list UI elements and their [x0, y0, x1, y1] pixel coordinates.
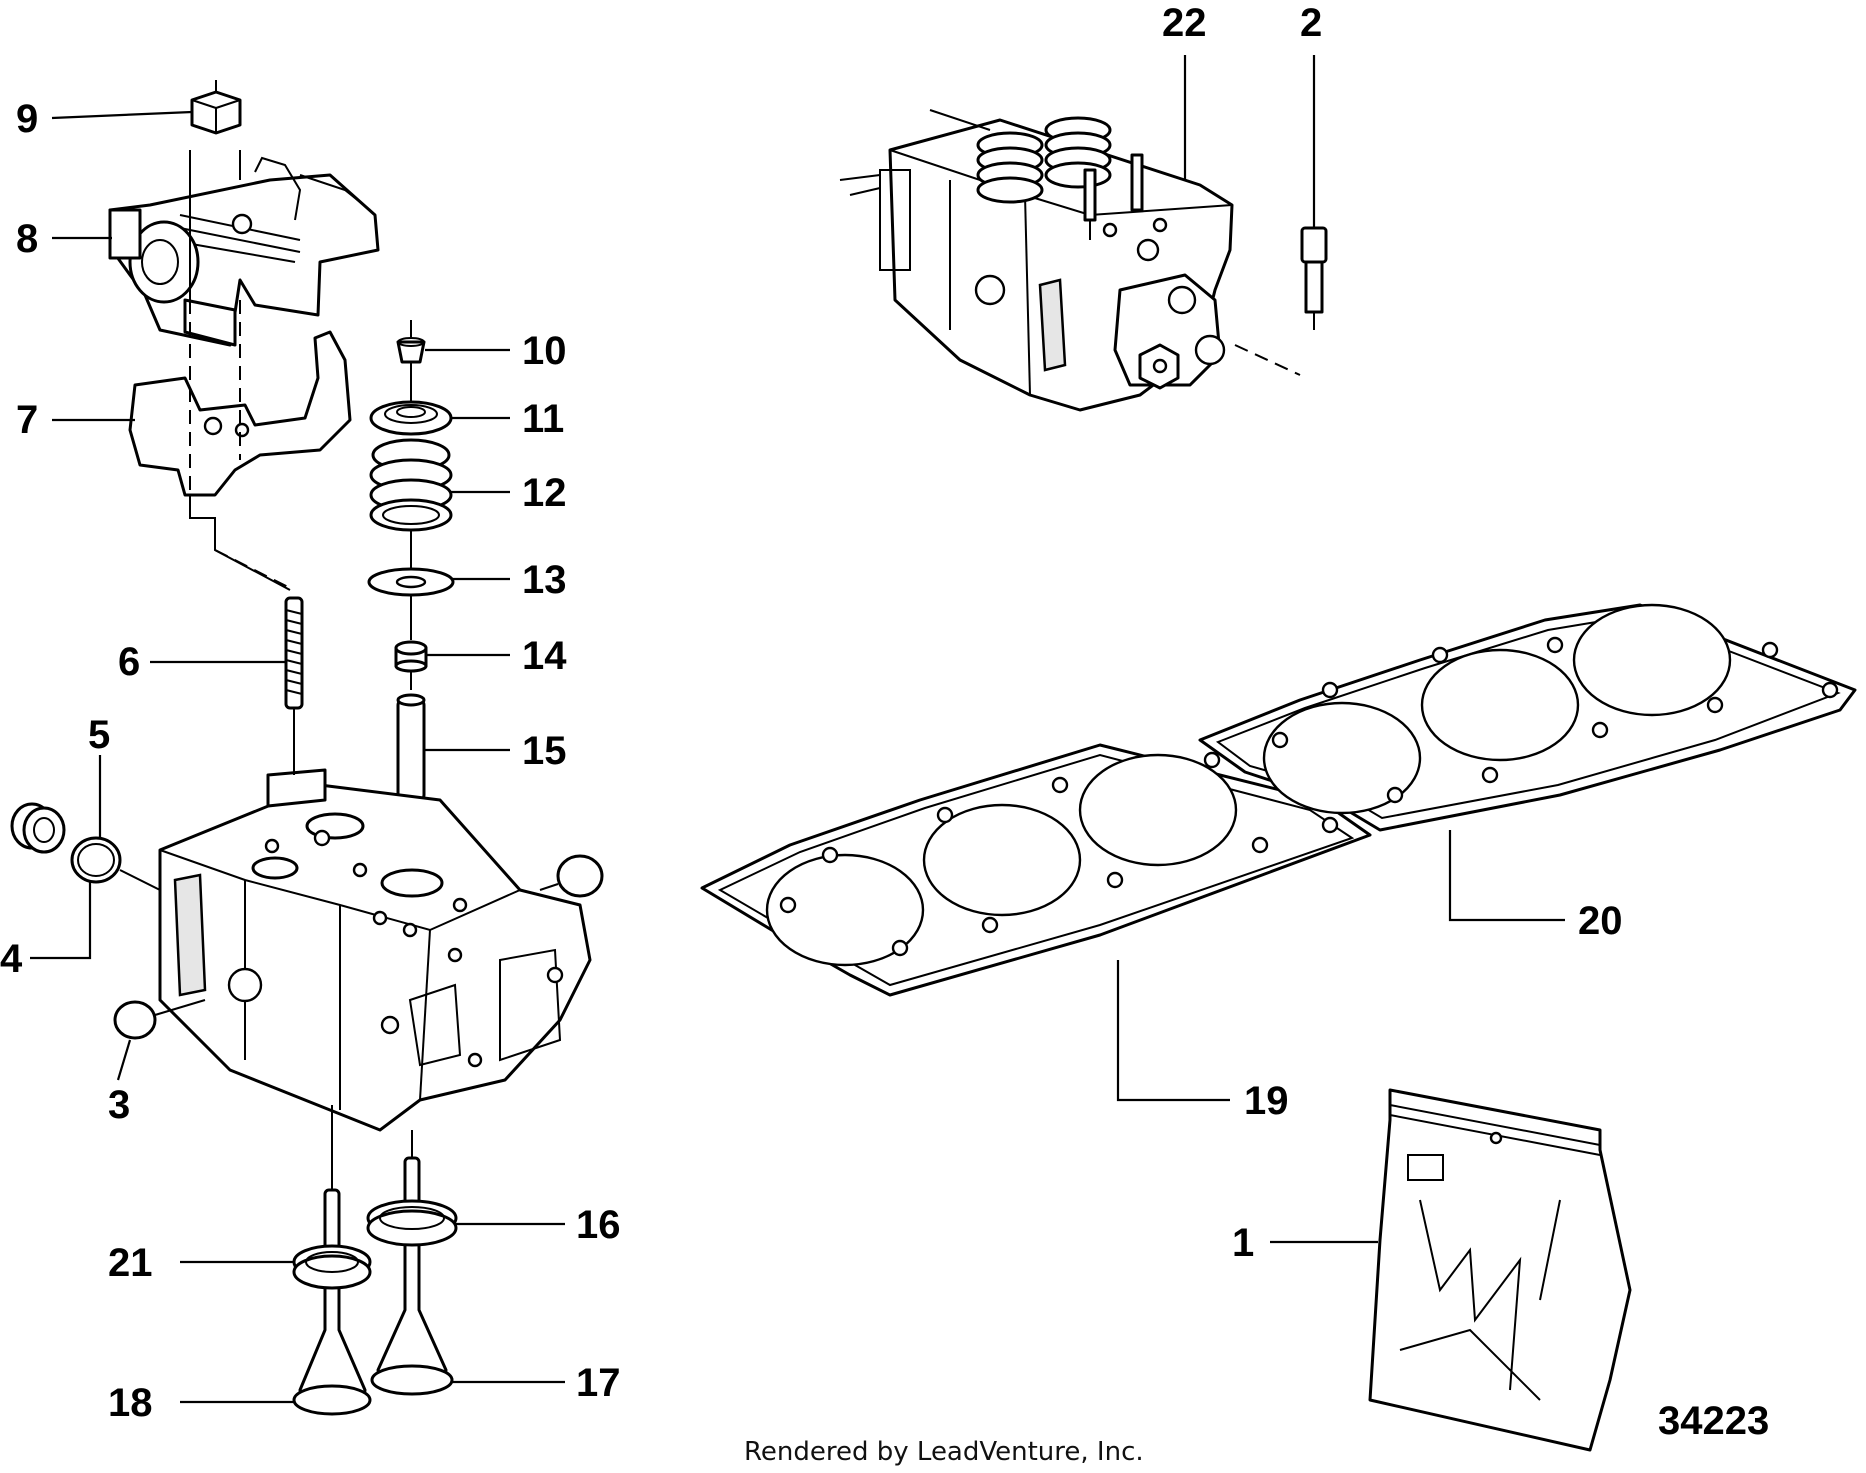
expansion-plug-right-part [539, 854, 604, 898]
callout-18: 18 [108, 1381, 153, 1425]
callout-20: 20 [1578, 899, 1623, 943]
callout-12: 12 [522, 471, 567, 515]
spring-retainer-part [369, 362, 453, 436]
stud-part [284, 596, 304, 760]
expansion-plug-bottom-part [113, 999, 206, 1040]
intake-valve-part [292, 1105, 372, 1416]
callout-22: 22 [1162, 1, 1207, 45]
expansion-plug-left-part [10, 802, 66, 854]
assembled-cylinder-head-part [839, 109, 1234, 412]
callout-17: 17 [576, 1361, 621, 1405]
exhaust-valve-part [370, 1130, 454, 1396]
stud-dashed-path [214, 549, 291, 589]
valve-spring-part [369, 438, 453, 532]
valve-stem-seal-part [394, 640, 428, 690]
credit-text: Rendered by LeadVenture, Inc. [744, 1437, 1144, 1467]
callout-21: 21 [108, 1241, 153, 1285]
gasket-kit-bag-part [1368, 1088, 1632, 1452]
rocker-arm-assembly-part [108, 156, 380, 347]
callout-11: 11 [522, 397, 564, 441]
callout-10: 10 [522, 329, 567, 373]
leader-lines [30, 55, 1565, 1404]
callout-2: 2 [1300, 1, 1322, 45]
callout-1: 1 [1232, 1221, 1254, 1265]
o-ring-to-head-line [119, 869, 161, 891]
callout-7: 7 [16, 398, 38, 442]
callout-14: 14 [522, 634, 567, 678]
stud-hidden-line [189, 495, 291, 591]
callout-8: 8 [16, 217, 38, 261]
callout-4: 4 [0, 937, 23, 981]
head-gasket-19-part [700, 743, 1372, 997]
callout-5: 5 [88, 713, 110, 757]
figure-number: 34223 [1658, 1399, 1769, 1443]
callout-13: 13 [522, 558, 567, 602]
callout-6: 6 [118, 640, 140, 684]
valve-seat-insert-21-part [292, 1244, 372, 1290]
callout-15: 15 [522, 729, 567, 773]
valve-seat-insert-16-part [366, 1199, 458, 1247]
callout-16: 16 [576, 1203, 621, 1247]
callout-9: 9 [16, 97, 38, 141]
cylinder-head-part [158, 760, 592, 1132]
valve-keeper-part [396, 320, 426, 364]
rocker-nut-part [190, 80, 242, 135]
head-gasket-20-part [1198, 603, 1857, 832]
glow-plug-part [1234, 226, 1328, 376]
o-ring-part [70, 836, 122, 884]
callout-19: 19 [1244, 1079, 1289, 1123]
spring-washer-part [367, 530, 455, 640]
stud-dashed-leader [189, 300, 241, 510]
callout-3: 3 [108, 1083, 130, 1127]
